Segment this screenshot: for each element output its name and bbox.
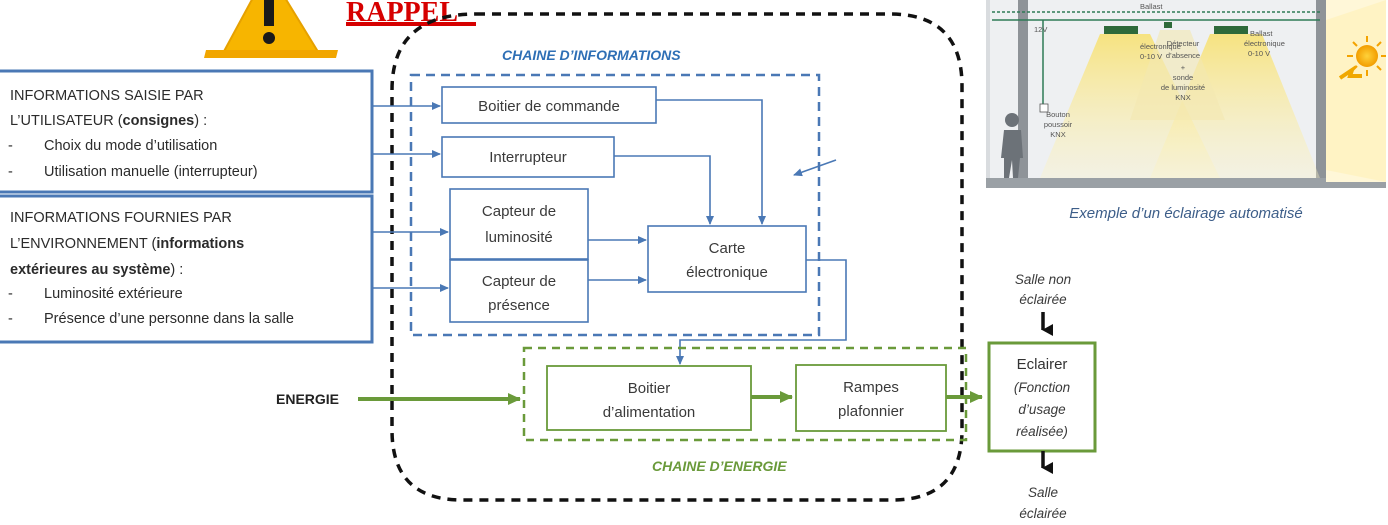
svg-text:Capteur de: Capteur de bbox=[482, 273, 556, 290]
lighting-example-illustration: 12V Ballast électronique 0-10 V Ballast … bbox=[986, 0, 1386, 188]
svg-text:Choix du mode d’utilisation: Choix du mode d’utilisation bbox=[44, 138, 217, 154]
svg-text:Bouton: Bouton bbox=[1046, 110, 1070, 119]
svg-text:Boitier: Boitier bbox=[628, 380, 671, 397]
energy-arrows bbox=[358, 391, 983, 405]
svg-text:Luminosité extérieure: Luminosité extérieure bbox=[44, 286, 183, 302]
carte-electronique-block: Carte électronique bbox=[647, 225, 807, 293]
svg-text:d’absence: d’absence bbox=[1166, 51, 1200, 60]
svg-text:-: - bbox=[8, 311, 13, 327]
boitier-commande-block: Boitier de commande bbox=[441, 86, 657, 124]
svg-text:12V: 12V bbox=[1034, 25, 1047, 34]
system-boundary bbox=[390, 12, 964, 502]
warning-icon bbox=[204, 0, 338, 58]
svg-text:(Fonction: (Fonction bbox=[1014, 380, 1070, 395]
svg-text:réalisée): réalisée) bbox=[1016, 424, 1068, 439]
svg-text:KNX: KNX bbox=[1050, 130, 1065, 139]
svg-text:0-10 V: 0-10 V bbox=[1248, 49, 1270, 58]
svg-text:Rampes: Rampes bbox=[843, 379, 899, 396]
interrupteur-block: Interrupteur bbox=[441, 136, 615, 178]
svg-text:INFORMATIONS SAISIE PAR: INFORMATIONS SAISIE PAR bbox=[10, 88, 204, 104]
env-info-box: INFORMATIONS FOURNIES PAR L’ENVIRONNEMEN… bbox=[0, 194, 374, 344]
chain-energy-title: CHAINE D’ENERGIE bbox=[652, 458, 787, 474]
chain-info-title: CHAINE D’INFORMATIONS bbox=[502, 47, 681, 63]
output-state-line1: Salle bbox=[1028, 485, 1058, 500]
svg-text:L’ENVIRONNEMENT (informations: L’ENVIRONNEMENT (informations bbox=[10, 236, 244, 252]
svg-text:+: + bbox=[1181, 63, 1186, 72]
svg-text:électronique: électronique bbox=[686, 264, 768, 281]
svg-text:Carte: Carte bbox=[709, 240, 746, 257]
svg-text:Ballast: Ballast bbox=[1250, 29, 1273, 38]
svg-text:d’usage: d’usage bbox=[1018, 402, 1065, 417]
svg-text:électronique: électronique bbox=[1140, 42, 1181, 51]
svg-text:électronique: électronique bbox=[1244, 39, 1285, 48]
output-state-line2: éclairée bbox=[1019, 506, 1066, 521]
svg-text:Capteur de: Capteur de bbox=[482, 203, 556, 220]
energy-input-label: ENERGIE bbox=[276, 391, 339, 407]
function-block: Eclairer (Fonction d’usage réalisée) bbox=[987, 341, 1097, 453]
svg-text:sonde: sonde bbox=[1173, 73, 1193, 82]
svg-text:Ballast: Ballast bbox=[1140, 2, 1163, 11]
svg-text:de luminosité: de luminosité bbox=[1161, 83, 1205, 92]
illustration-caption: Exemple d’un éclairage automatisé bbox=[1069, 205, 1302, 222]
capteur-luminosite-block: Capteur de luminosité bbox=[449, 188, 589, 260]
person-icon bbox=[1001, 113, 1023, 178]
sun-icon bbox=[1338, 36, 1386, 80]
svg-text:présence: présence bbox=[488, 297, 550, 314]
capteur-presence-block: Capteur de présence bbox=[449, 259, 589, 323]
function-main: Eclairer bbox=[1017, 356, 1068, 373]
svg-text:Détecteur: Détecteur bbox=[1167, 39, 1200, 48]
boitier-alimentation-block: Boitier d’alimentation bbox=[546, 365, 752, 431]
svg-text:0-10 V: 0-10 V bbox=[1140, 52, 1162, 61]
svg-text:poussoir: poussoir bbox=[1044, 120, 1073, 129]
svg-text:INFORMATIONS FOURNIES PAR: INFORMATIONS FOURNIES PAR bbox=[10, 210, 232, 226]
input-state-line1: Salle non bbox=[1015, 272, 1071, 287]
svg-text:Interrupteur: Interrupteur bbox=[489, 149, 567, 166]
svg-text:-: - bbox=[8, 286, 13, 302]
svg-text:L’UTILISATEUR (consignes) :: L’UTILISATEUR (consignes) : bbox=[10, 113, 207, 129]
svg-text:Utilisation manuelle (interrup: Utilisation manuelle (interrupteur) bbox=[44, 164, 258, 180]
chain-info-boundary bbox=[409, 73, 821, 337]
svg-text:Présence d’une personne dans l: Présence d’une personne dans la salle bbox=[44, 311, 294, 327]
input-state-line2: éclairée bbox=[1019, 292, 1066, 307]
svg-text:KNX: KNX bbox=[1175, 93, 1190, 102]
user-info-box: INFORMATIONS SAISIE PAR L’UTILISATEUR (c… bbox=[0, 69, 374, 194]
svg-text:d’alimentation: d’alimentation bbox=[603, 404, 696, 421]
svg-text:-: - bbox=[8, 138, 13, 154]
chain-energy-boundary bbox=[522, 346, 968, 442]
svg-text:luminosité: luminosité bbox=[485, 229, 553, 246]
rampes-plafonnier-block: Rampes plafonnier bbox=[795, 364, 947, 432]
svg-text:-: - bbox=[8, 164, 13, 180]
svg-text:Boitier de commande: Boitier de commande bbox=[478, 98, 620, 115]
svg-text:plafonnier: plafonnier bbox=[838, 403, 904, 420]
svg-text:extérieures au système) :: extérieures au système) : bbox=[10, 262, 183, 278]
